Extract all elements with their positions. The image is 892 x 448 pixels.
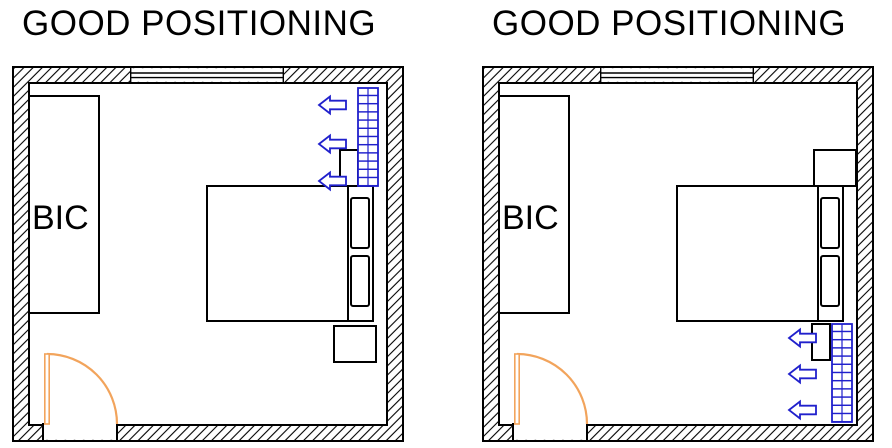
bed — [676, 185, 844, 322]
bed-mattress — [676, 185, 819, 322]
radiator — [357, 87, 379, 187]
radiator — [831, 323, 853, 423]
pillow — [350, 197, 370, 249]
floorplan-left: BIC — [12, 66, 404, 442]
floorplan-panel-right: GOOD POSITIONING — [482, 4, 874, 442]
wall-outer-edge — [12, 66, 404, 442]
airflow-arrow-icon — [788, 400, 817, 420]
bic-closet: BIC — [498, 95, 570, 314]
panel-title: GOOD POSITIONING — [492, 4, 847, 43]
window — [599, 68, 754, 82]
bic-label: BIC — [32, 199, 89, 237]
airflow-arrow-icon — [318, 95, 347, 115]
door-swing-arc — [516, 352, 589, 425]
pillow — [820, 197, 840, 249]
bed-mattress — [206, 185, 349, 322]
wall-outer-edge — [482, 66, 874, 442]
floorplan-right: BIC — [482, 66, 874, 442]
bic-label: BIC — [502, 199, 559, 237]
panel-title: GOOD POSITIONING — [22, 4, 377, 43]
floorplan-panel-left: GOOD POSITIONING — [12, 4, 404, 442]
door — [512, 352, 589, 441]
bic-closet: BIC — [28, 95, 100, 314]
door — [42, 352, 119, 441]
airflow-arrow-icon — [788, 364, 817, 384]
bed — [206, 185, 374, 322]
door-leaf — [513, 353, 520, 425]
airflow-arrows — [788, 328, 817, 420]
window — [129, 68, 284, 82]
pillow — [820, 255, 840, 307]
door-leaf — [43, 353, 50, 425]
nightstand — [813, 149, 857, 187]
nightstand — [333, 325, 377, 363]
pillow — [350, 255, 370, 307]
door-swing-arc — [46, 352, 119, 425]
